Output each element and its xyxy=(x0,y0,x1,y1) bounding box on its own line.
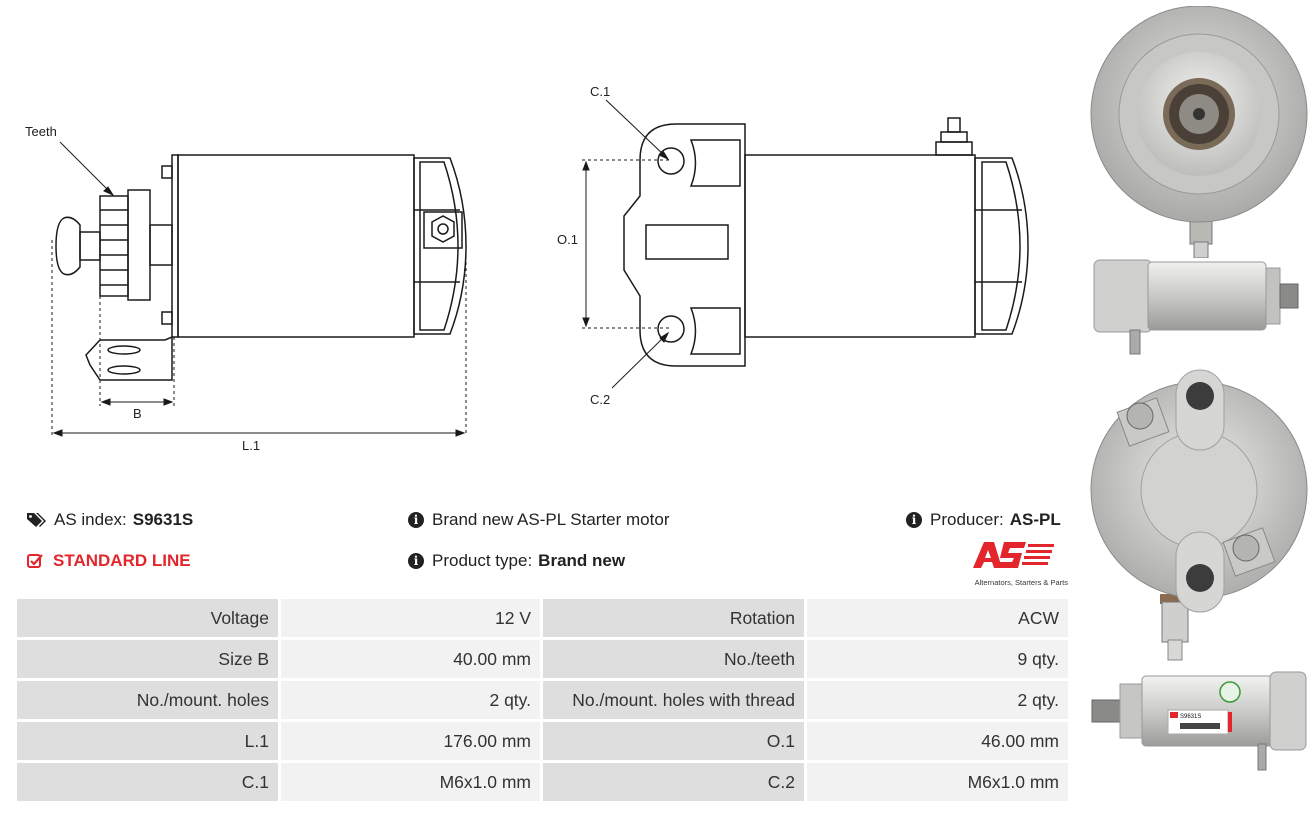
spec-value: 9 qty. xyxy=(804,637,1071,681)
info-icon: i xyxy=(906,512,922,528)
photo-labeled-side: S9631S xyxy=(1091,671,1307,771)
c2-label: C.2 xyxy=(590,392,610,407)
producer-value: AS-PL xyxy=(1009,510,1061,529)
side-view-drawing: Teeth B L.1 xyxy=(25,124,467,453)
photo-label-text: S9631S xyxy=(1180,714,1201,720)
photo-rear-face xyxy=(1090,369,1308,661)
info-icon: i xyxy=(408,553,424,569)
o1-label: O.1 xyxy=(557,232,578,247)
product-type-label: Product type: xyxy=(432,551,533,570)
description-row: i Brand new AS-PL Starter motor xyxy=(408,510,669,530)
standard-line-row: STANDARD LINE xyxy=(27,551,191,571)
logo-tagline: Alternators, Starters & Parts xyxy=(974,578,1068,587)
checkbox-icon xyxy=(27,554,43,568)
as-index-row: AS index: S9631S xyxy=(27,510,193,530)
flange-view-drawing: C.1 C.2 O.1 xyxy=(557,84,1029,407)
spec-label: Rotation xyxy=(540,596,807,640)
photo-side-view xyxy=(1093,259,1299,355)
product-type-value: Brand new xyxy=(538,551,626,570)
as-index-value: S9631S xyxy=(132,510,194,529)
standard-line-label: STANDARD LINE xyxy=(53,551,191,570)
b-dimension-label: B xyxy=(133,406,142,421)
spec-label: No./teeth xyxy=(540,637,807,681)
spec-value: M6x1.0 mm xyxy=(804,760,1071,804)
spec-label: Size B xyxy=(14,637,281,681)
as-index-label: AS index: xyxy=(54,510,127,529)
tags-icon xyxy=(27,513,46,527)
spec-value: 176.00 mm xyxy=(278,719,543,763)
product-type-row: i Product type: Brand new xyxy=(408,551,625,571)
spec-label: Voltage xyxy=(14,596,281,640)
photo-front-pinion xyxy=(1090,6,1308,258)
info-icon: i xyxy=(408,512,424,528)
spec-value: 40.00 mm xyxy=(278,637,543,681)
teeth-label: Teeth xyxy=(25,124,57,139)
as-pl-logo: Alternators, Starters & Parts xyxy=(964,540,1068,587)
spec-label: C.1 xyxy=(14,760,281,804)
as-logo-mark xyxy=(973,542,1054,568)
spec-label: No./mount. holes with thread xyxy=(540,678,807,722)
spec-label: No./mount. holes xyxy=(14,678,281,722)
producer-row: i Producer: AS-PL xyxy=(906,510,1061,530)
spec-label: O.1 xyxy=(540,719,807,763)
l1-dimension-label: L.1 xyxy=(242,438,260,453)
spec-value: 2 qty. xyxy=(278,678,543,722)
spec-label: C.2 xyxy=(540,760,807,804)
product-description: Brand new AS-PL Starter motor xyxy=(432,510,670,529)
spec-value: 2 qty. xyxy=(804,678,1071,722)
spec-value: M6x1.0 mm xyxy=(278,760,543,804)
producer-label: Producer: xyxy=(930,510,1004,529)
c1-label: C.1 xyxy=(590,84,610,99)
spec-value: ACW xyxy=(804,596,1071,640)
spec-label: L.1 xyxy=(14,719,281,763)
spec-value: 12 V xyxy=(278,596,543,640)
spec-value: 46.00 mm xyxy=(804,719,1071,763)
